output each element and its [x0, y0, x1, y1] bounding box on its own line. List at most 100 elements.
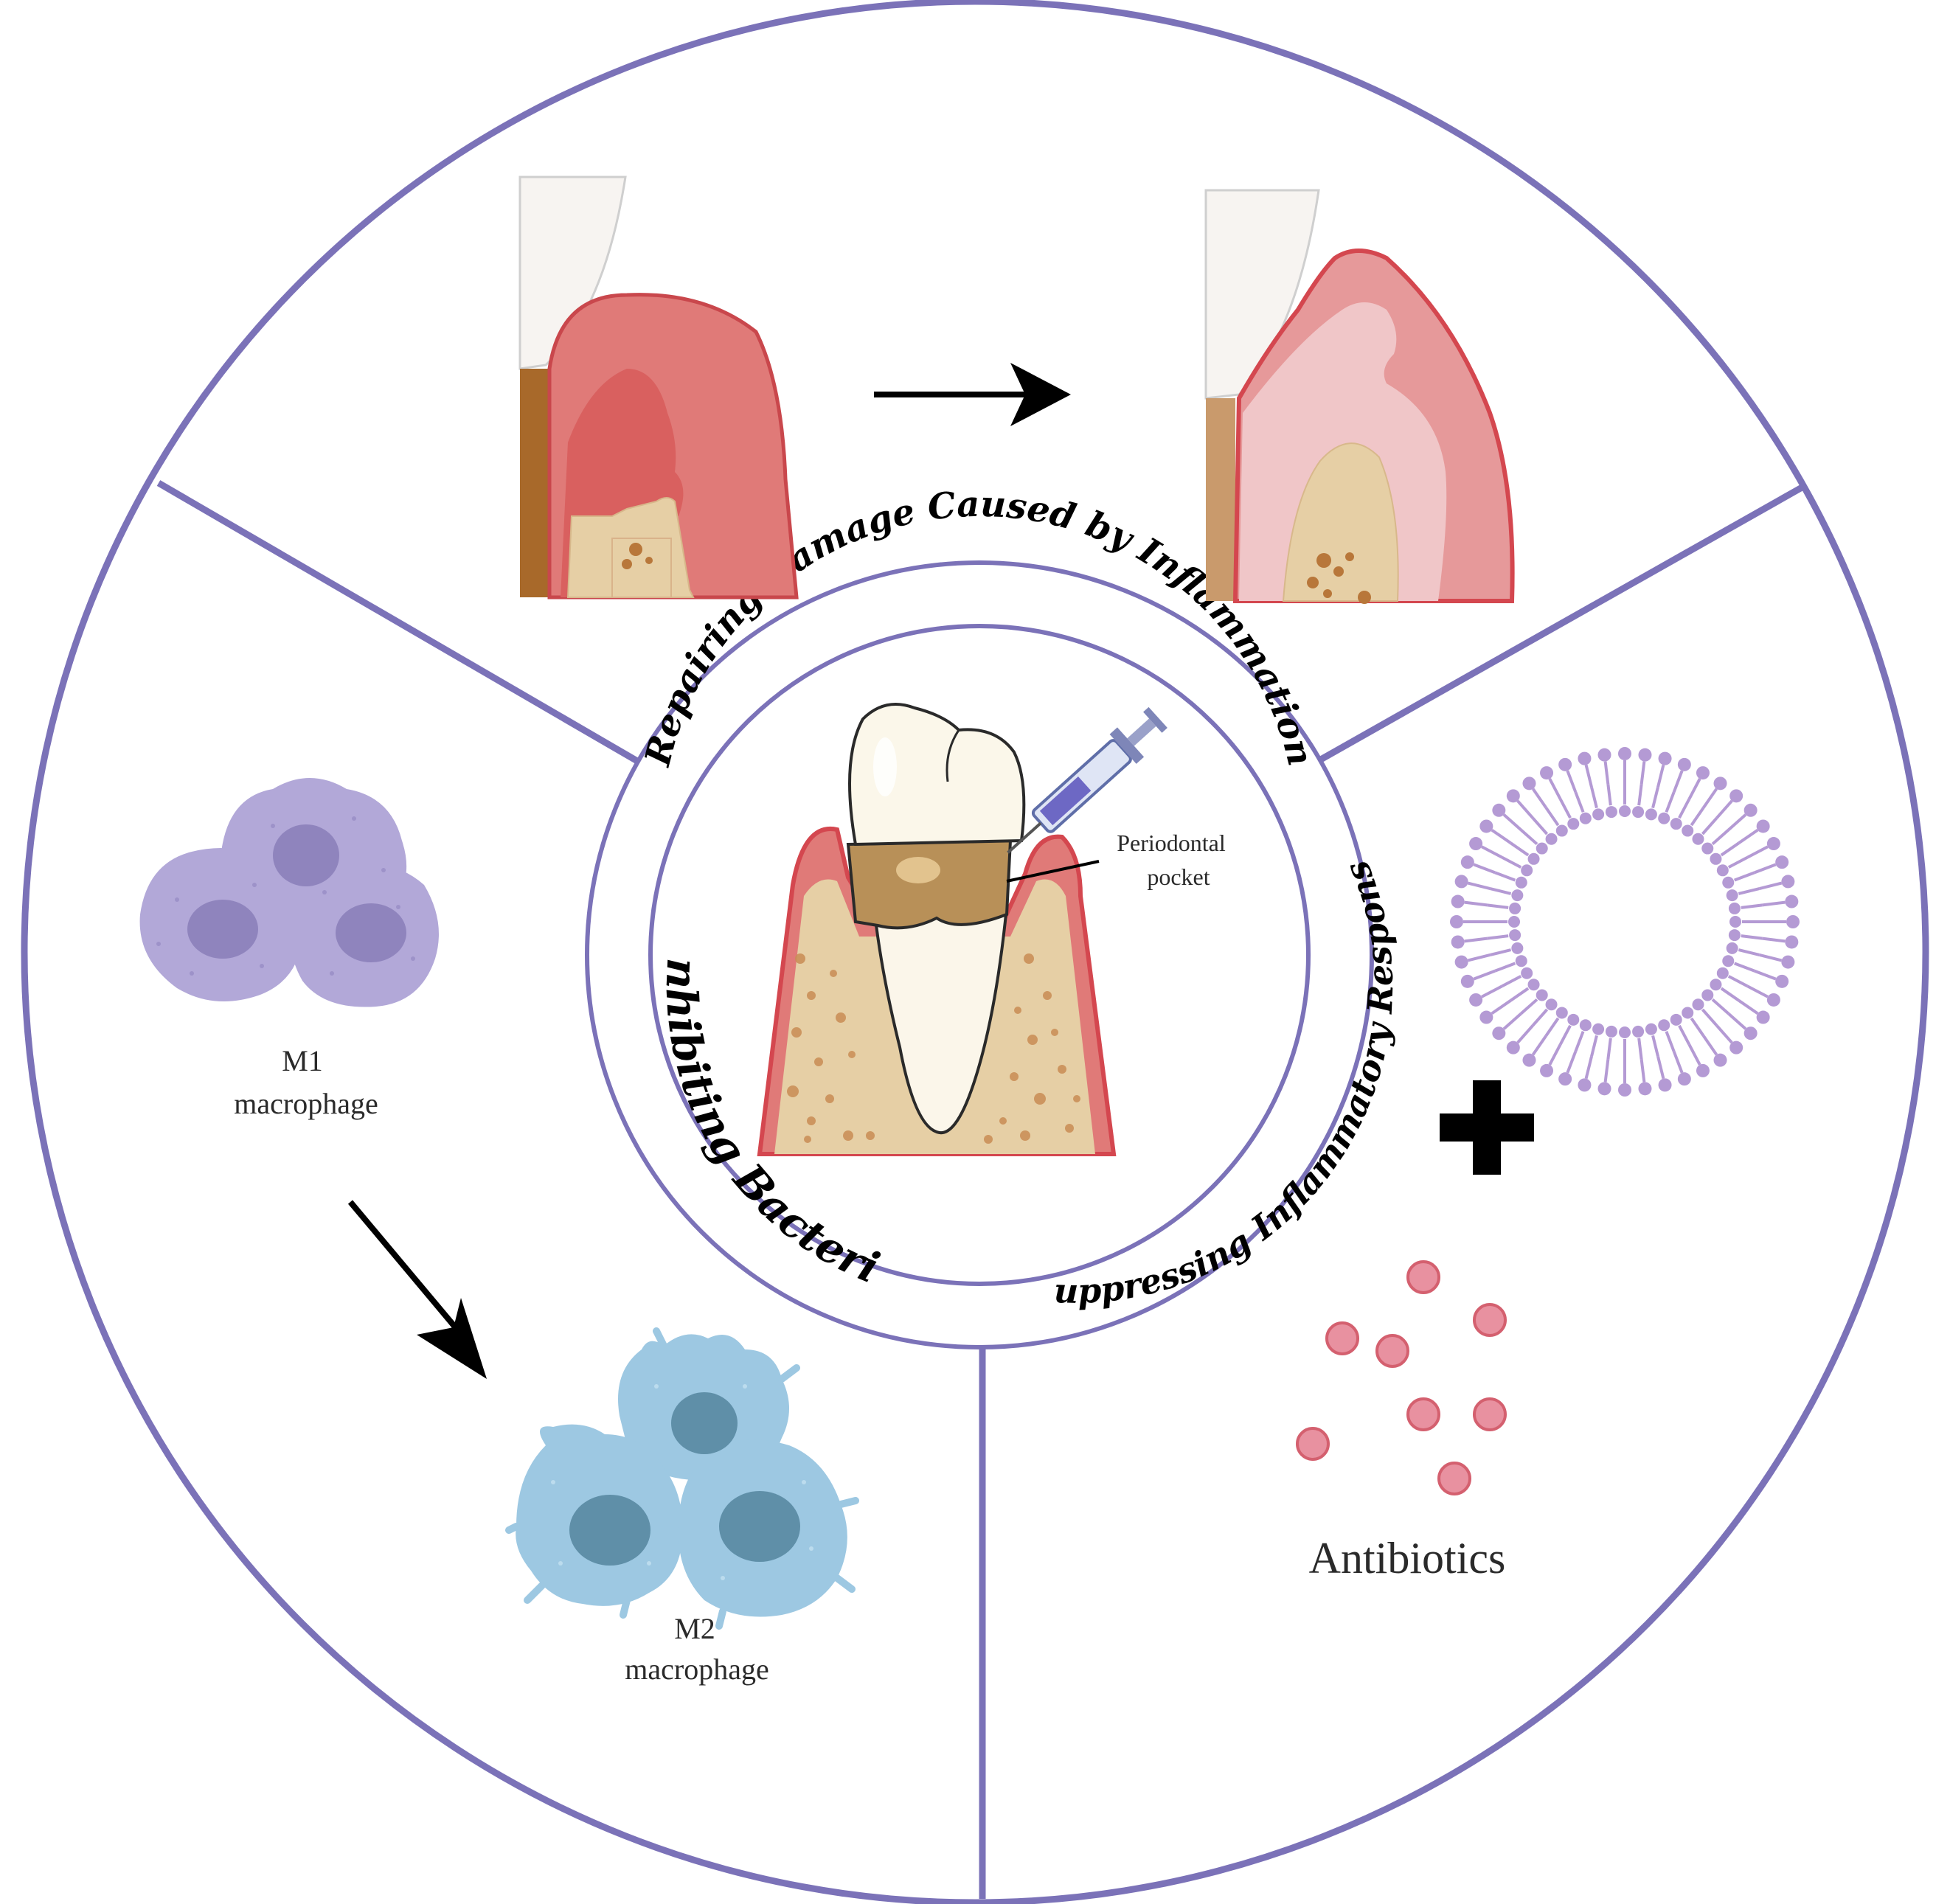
lipid-head — [1555, 824, 1568, 837]
lipid-head — [1658, 1019, 1670, 1032]
lipid-head — [1658, 751, 1672, 765]
lipid-tail — [1754, 969, 1777, 981]
lipid-tail — [1762, 937, 1786, 943]
lipid-head — [1729, 916, 1741, 928]
gum-inflamed-illustration — [518, 176, 799, 600]
antibiotic-particle — [1406, 1397, 1440, 1431]
lipid-tail — [1690, 1017, 1705, 1037]
lipid-tail — [1489, 948, 1512, 956]
lipid-tail — [1467, 881, 1491, 890]
lipid-tail — [1574, 791, 1585, 813]
lipid-tail — [1720, 841, 1740, 857]
bone-spots-before — [622, 543, 653, 569]
lipid-head — [1469, 993, 1483, 1007]
lipid-head — [1605, 1025, 1617, 1038]
lipid-tail — [1690, 807, 1705, 827]
lipid-head — [1555, 1007, 1568, 1019]
lipid-tail — [1548, 778, 1562, 800]
lipid-head — [1522, 1053, 1536, 1067]
crown-highlight — [873, 737, 897, 796]
lipid-tail — [1531, 1035, 1547, 1056]
lipid-tail — [1711, 998, 1730, 1015]
lipid-tail — [1738, 887, 1760, 895]
lipid-head — [1578, 1078, 1592, 1092]
lipid-head — [1729, 1040, 1743, 1055]
lipid-tail — [1544, 807, 1560, 827]
lipid-head — [1545, 998, 1558, 1011]
lipid-tail — [1590, 786, 1598, 809]
lipid-tail — [1702, 788, 1718, 809]
lipid-tail — [1701, 816, 1718, 835]
calculus-highlight — [896, 857, 940, 883]
lipid-tail — [1665, 791, 1676, 813]
lipid-head — [1766, 837, 1780, 851]
lipid-tail — [1548, 1043, 1562, 1066]
lipid-head — [1506, 789, 1520, 803]
lipid-head — [1728, 929, 1741, 942]
lipid-tail — [1566, 770, 1578, 793]
lipid-tail — [1584, 764, 1593, 788]
lipid-head — [1460, 974, 1474, 988]
lipid-tail — [1738, 948, 1760, 956]
lipid-tail — [1687, 778, 1701, 800]
lipid-head — [1579, 812, 1592, 824]
antibiotic-particle — [1473, 1397, 1507, 1431]
lipid-tail — [1491, 828, 1512, 844]
m1-nucleus-top — [273, 824, 339, 886]
lipid-head — [1701, 989, 1714, 1001]
lipid-tail — [1701, 1008, 1718, 1027]
lipid-head — [1451, 935, 1465, 949]
lipid-head — [1728, 902, 1741, 914]
lipid-tail — [1519, 998, 1538, 1015]
lipid-head — [1701, 842, 1714, 855]
lipid-tail — [1491, 999, 1512, 1015]
lipid-tail — [1702, 1035, 1718, 1056]
plus-icon — [1440, 1080, 1534, 1175]
lipid-head — [1743, 1026, 1758, 1040]
lipid-head — [1677, 757, 1691, 771]
lipid-head — [1716, 967, 1729, 979]
lipid-head — [1508, 916, 1520, 928]
lipid-head — [1756, 1010, 1770, 1024]
lipid-head — [1710, 852, 1722, 865]
lipid-head — [1527, 852, 1540, 865]
lipid-head — [1492, 803, 1506, 817]
lipid-tail — [1487, 903, 1509, 909]
lipid-tail — [1715, 1024, 1733, 1044]
lipid-tail — [1762, 900, 1786, 907]
bone-after — [1282, 442, 1399, 602]
lipid-tail — [1558, 1024, 1572, 1046]
lipid-tail — [1502, 813, 1522, 831]
lipid-head — [1479, 1010, 1493, 1024]
lipid-head — [1645, 808, 1657, 821]
lipid-tail — [1606, 784, 1612, 806]
m1-nucleus-left — [187, 900, 258, 959]
m2-label-line2: macrophage — [625, 1653, 768, 1686]
lipid-tail — [1464, 900, 1488, 907]
m2-label-line1: M2 — [674, 1612, 715, 1645]
liposome-icon — [1450, 747, 1800, 1097]
lipid-head — [1540, 766, 1554, 780]
lipid-tail — [1590, 1035, 1598, 1057]
arrow-right-icon — [874, 363, 1071, 426]
lipid-head — [1775, 974, 1789, 988]
lipid-tail — [1637, 784, 1643, 806]
lipid-head — [1605, 806, 1617, 819]
lipid-tail — [1741, 903, 1763, 909]
lipid-tail — [1606, 1038, 1612, 1060]
lipid-head — [1618, 1083, 1631, 1097]
lipid-head — [1469, 837, 1483, 851]
lipid-head — [1756, 819, 1770, 833]
lipid-tail — [1733, 962, 1755, 973]
lipid-tail — [1489, 887, 1512, 895]
lipid-head — [1638, 1082, 1652, 1096]
lipid-tail — [1464, 937, 1488, 943]
lipid-tail — [1502, 1012, 1522, 1030]
lipid-tail — [1510, 987, 1530, 1002]
antibiotic-particle — [1437, 1462, 1471, 1495]
lipid-tail — [1754, 863, 1777, 875]
lipid-head — [1511, 942, 1524, 954]
lipid-tail — [1640, 761, 1646, 785]
lipid-tail — [1516, 799, 1534, 819]
lipid-head — [1726, 889, 1738, 902]
